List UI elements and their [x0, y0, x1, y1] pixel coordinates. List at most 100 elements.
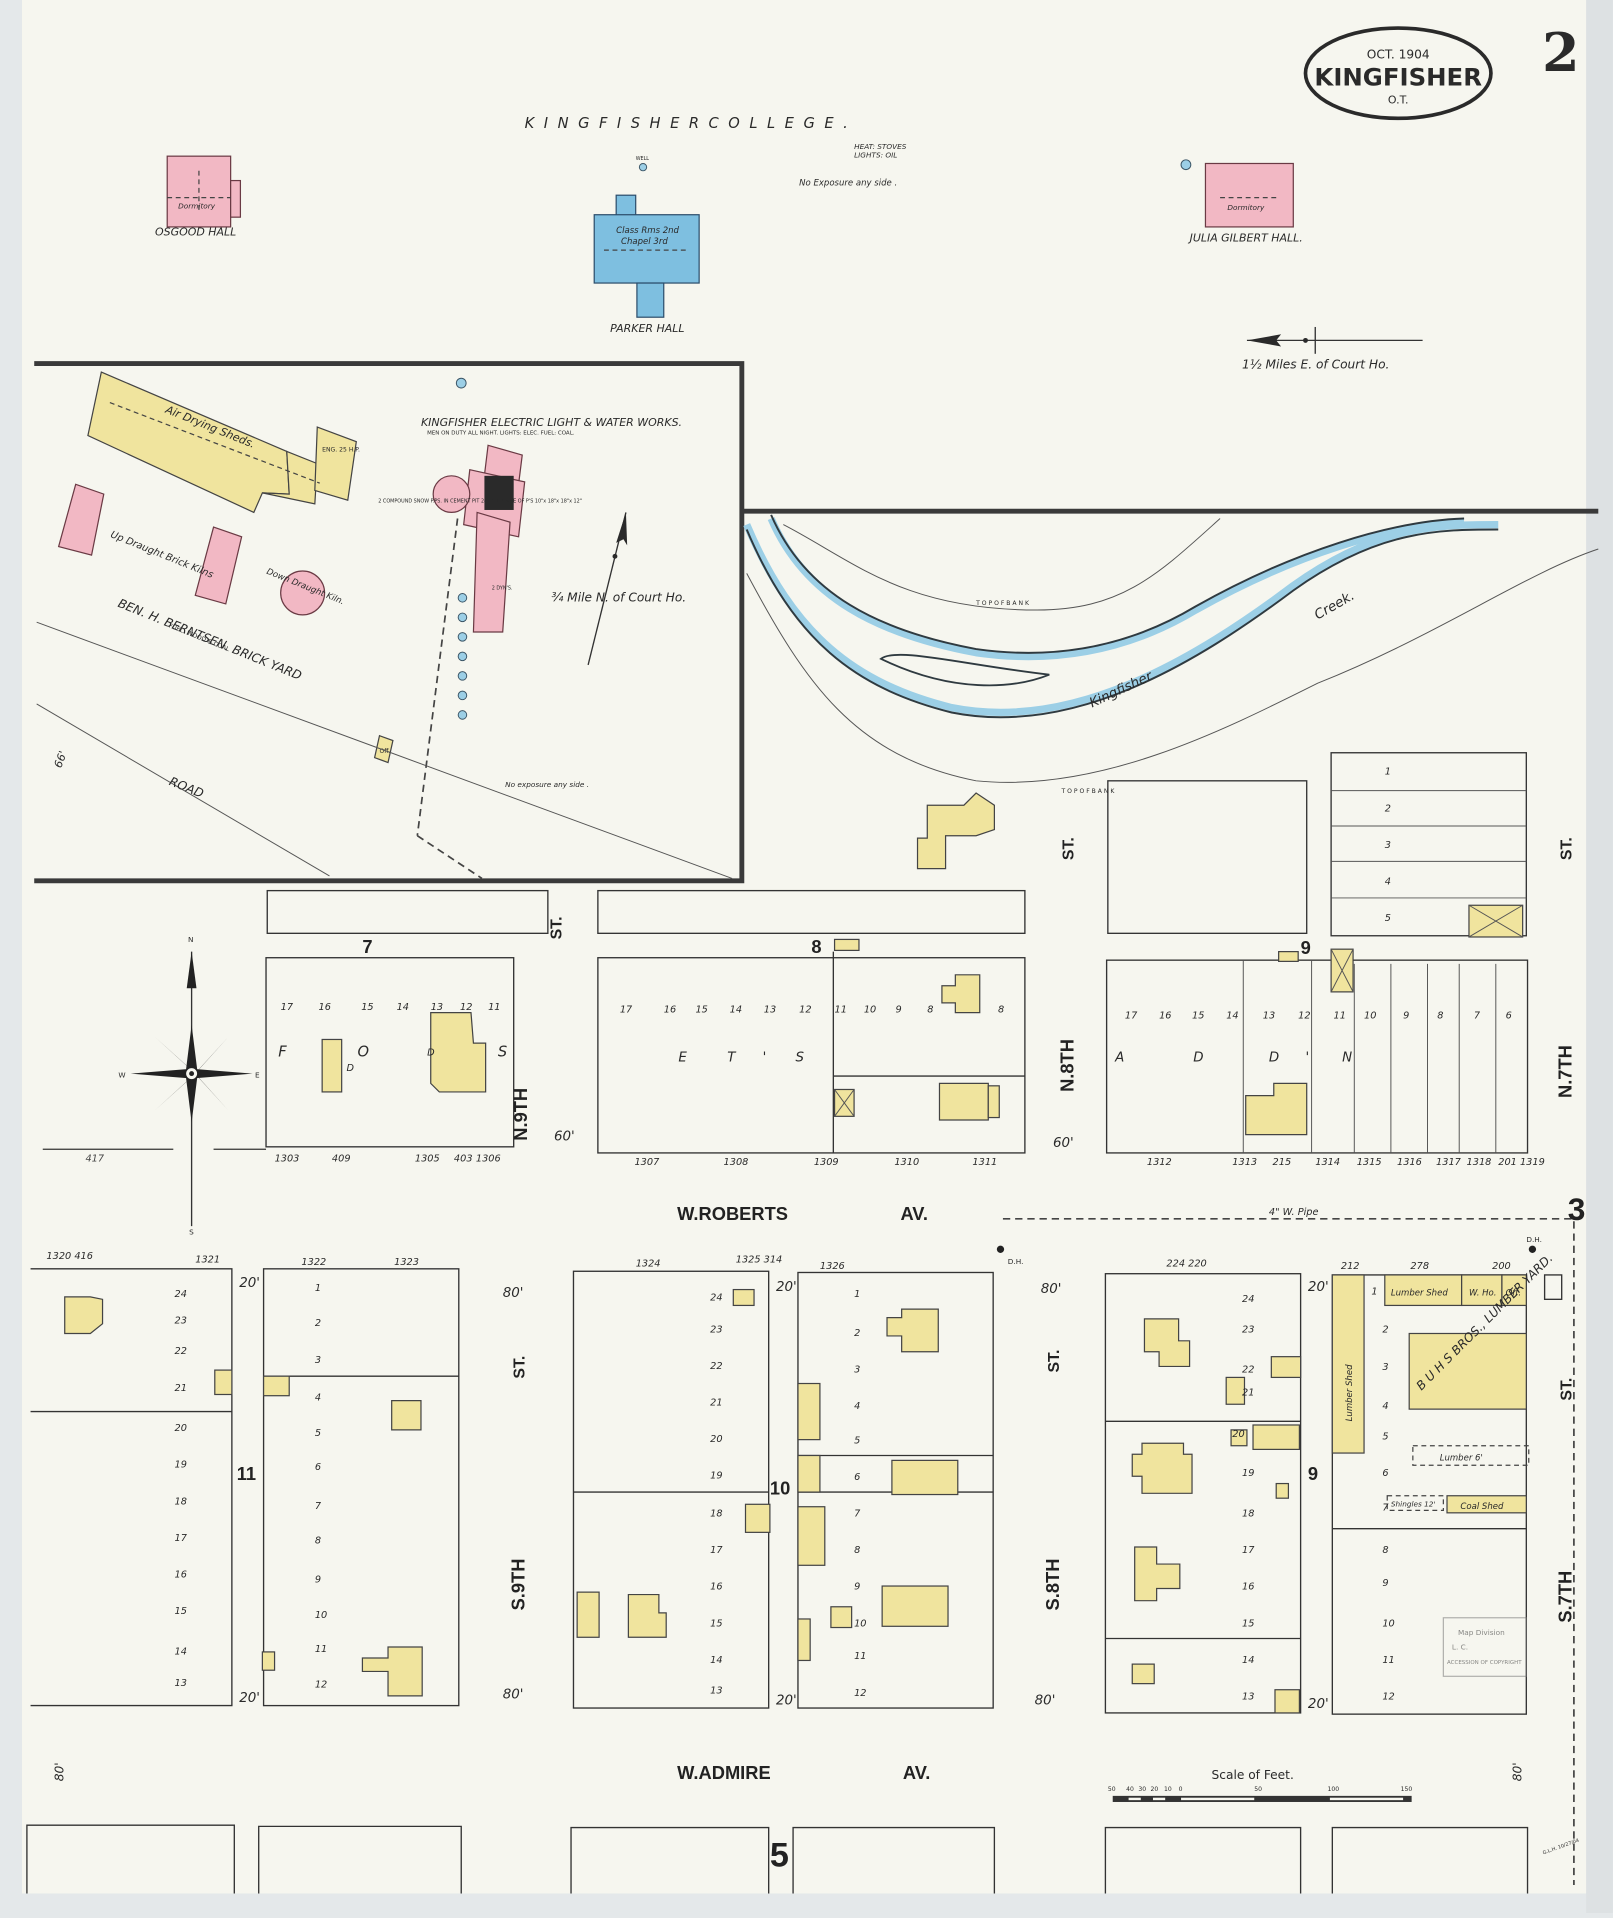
water-pipe [1002, 1217, 1575, 1885]
svg-text:13: 13 [431, 1002, 443, 1013]
svg-text:15: 15 [1192, 1011, 1204, 1022]
svg-text:W. Ho.: W. Ho. [1469, 1289, 1497, 1299]
svg-text:16: 16 [318, 1002, 330, 1013]
svg-text:1310: 1310 [894, 1157, 919, 1168]
svg-text:30: 30 [1138, 1786, 1146, 1793]
creek-island [879, 653, 1050, 687]
svg-text:20: 20 [1151, 1786, 1159, 1793]
svg-text:1: 1 [854, 1289, 860, 1300]
town-name: KINGFISHER [1314, 62, 1482, 91]
julia-gilbert-hall[interactable]: Dormitory JULIA GILBERT HALL. [1180, 159, 1303, 245]
parker-use-1: Class Rms 2nd [616, 226, 679, 236]
svg-text:O: O [358, 1044, 370, 1061]
svg-text:W.ROBERTS: W.ROBERTS [677, 1203, 788, 1224]
svg-text:19: 19 [1242, 1468, 1254, 1479]
svg-text:1315: 1315 [1357, 1157, 1382, 1168]
svg-text:20: 20 [1232, 1429, 1244, 1440]
svg-text:21: 21 [1242, 1388, 1254, 1399]
svg-text:9: 9 [315, 1574, 321, 1585]
waterworks-title: KINGFISHER ELECTRIC LIGHT & WATER WORKS. [421, 416, 682, 429]
svg-text:6: 6 [854, 1472, 860, 1483]
svg-text:11: 11 [488, 1002, 500, 1013]
svg-text:ST.: ST. [1558, 837, 1575, 860]
svg-text:S.9TH: S.9TH [508, 1559, 529, 1611]
svg-text:6: 6 [315, 1462, 321, 1473]
svg-text:Map Division: Map Division [1458, 1628, 1505, 1637]
julia-gilbert-label: JULIA GILBERT HALL. [1188, 232, 1303, 245]
svg-text:MEN ON DUTY ALL NIGHT. LIGHTS:: MEN ON DUTY ALL NIGHT. LIGHTS: ELEC. FUE… [427, 430, 575, 436]
osgood-hall[interactable]: Dormitory OSGOOD HALL [155, 155, 242, 238]
svg-text:Off.: Off. [1506, 1289, 1522, 1299]
svg-text:6: 6 [1382, 1468, 1388, 1479]
svg-text:20': 20' [1308, 1280, 1329, 1295]
svg-text:80': 80' [1510, 1762, 1524, 1781]
svg-text:E: E [255, 1070, 260, 1079]
hydrant-icon [1528, 1245, 1537, 1253]
svg-text:12: 12 [1298, 1011, 1310, 1022]
svg-text:66': 66' [52, 749, 70, 769]
svg-text:3: 3 [1385, 840, 1391, 851]
svg-text:1318: 1318 [1467, 1157, 1492, 1168]
adjoining-sheet-5: 5 [770, 1837, 789, 1875]
w-admire-avenue: W.ADMIRE AV. 80' 80' 5 [26, 1762, 1529, 1894]
svg-text:S: S [189, 1228, 194, 1237]
svg-text:F: F [278, 1044, 287, 1061]
svg-text:9: 9 [854, 1582, 860, 1593]
svg-text:D: D [427, 1047, 435, 1058]
svg-text:14: 14 [175, 1646, 187, 1657]
svg-text:D: D [347, 1063, 355, 1074]
svg-text:D.H.: D.H. [1526, 1235, 1542, 1244]
svg-text:13: 13 [1242, 1691, 1254, 1702]
svg-text:17: 17 [175, 1533, 188, 1544]
svg-text:9: 9 [1382, 1578, 1388, 1589]
svg-text:5: 5 [854, 1435, 860, 1446]
svg-text:Scale of Feet.: Scale of Feet. [1212, 1768, 1294, 1782]
svg-text:8: 8 [811, 936, 821, 957]
svg-text:17: 17 [1242, 1545, 1255, 1556]
svg-text:2: 2 [1382, 1324, 1388, 1335]
svg-text:18: 18 [175, 1496, 187, 1507]
svg-text:212: 212 [1341, 1261, 1360, 1272]
well-icon [1180, 159, 1192, 171]
svg-text:1305: 1305 [415, 1153, 440, 1164]
svg-text:1314: 1314 [1315, 1157, 1340, 1168]
svg-text:16: 16 [710, 1582, 722, 1593]
svg-text:150: 150 [1401, 1786, 1413, 1793]
svg-text:19: 19 [710, 1471, 722, 1482]
svg-text:17: 17 [620, 1005, 633, 1016]
svg-text:1316: 1316 [1397, 1157, 1422, 1168]
waterworks[interactable]: KINGFISHER ELECTRIC LIGHT & WATER WORKS.… [373, 377, 687, 880]
parker-hall[interactable]: WELL Class Rms 2nd Chapel 3rd PARKER HAL… [593, 156, 700, 335]
paper [22, 0, 1602, 1894]
svg-text:Coal Shed: Coal Shed [1460, 1502, 1504, 1512]
svg-text:9: 9 [1403, 1011, 1409, 1022]
svg-text:L. C.: L. C. [1452, 1642, 1468, 1651]
svg-text:8: 8 [1382, 1545, 1388, 1556]
svg-text:1: 1 [1385, 767, 1391, 778]
svg-text:A: A [1114, 1050, 1124, 1065]
svg-text:18: 18 [710, 1508, 722, 1519]
svg-text:14: 14 [397, 1002, 409, 1013]
svg-text:1303: 1303 [275, 1153, 300, 1164]
svg-text:3: 3 [1382, 1362, 1388, 1373]
svg-text:5: 5 [315, 1428, 321, 1439]
osgood-label: OSGOOD HALL [155, 225, 236, 238]
svg-text:ST.: ST. [512, 1356, 529, 1379]
svg-text:409: 409 [332, 1153, 351, 1164]
svg-text:1307: 1307 [634, 1157, 660, 1168]
svg-text:24: 24 [1242, 1294, 1254, 1305]
svg-text:11: 11 [237, 1463, 256, 1484]
svg-text:W.ADMIRE: W.ADMIRE [677, 1762, 771, 1783]
svg-text:14: 14 [1242, 1655, 1254, 1666]
svg-text:50: 50 [1254, 1786, 1262, 1793]
svg-text:14: 14 [730, 1005, 742, 1016]
well-icon [455, 377, 467, 389]
svg-text:16: 16 [175, 1569, 187, 1580]
svg-text:4: 4 [1382, 1401, 1388, 1412]
